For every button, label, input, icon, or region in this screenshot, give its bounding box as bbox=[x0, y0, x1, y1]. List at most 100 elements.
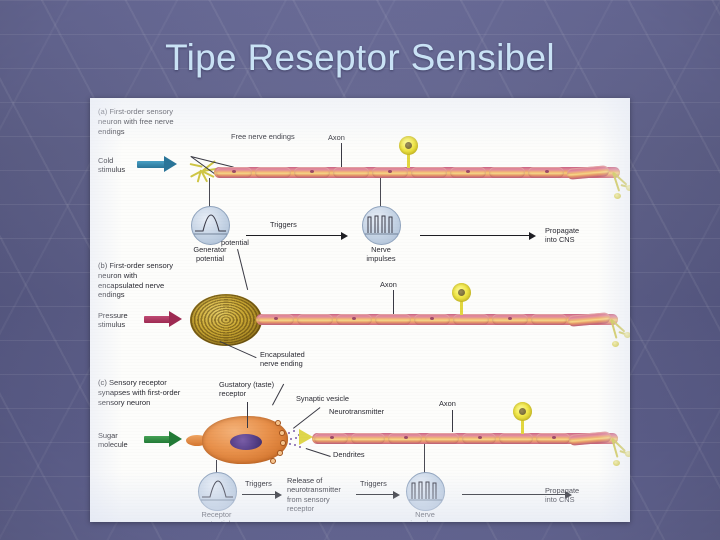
panel-c-triggers-label-2: Triggers bbox=[360, 479, 387, 488]
axon-terminal-bulb bbox=[612, 341, 619, 347]
panel-c-release-label: Release of neurotransmitter from sensory… bbox=[287, 476, 341, 514]
panel-b-axon-label: Axon bbox=[380, 280, 397, 289]
panel-a-propagate-label: Propagate into CNS bbox=[545, 226, 580, 245]
panel-c-propagate-label: Propagate into CNS bbox=[545, 486, 580, 505]
panel-c-caption: (c) Sensory receptor synapses with first… bbox=[98, 378, 181, 407]
myelin-segment bbox=[375, 314, 411, 325]
panel-a-triggers-label: Triggers bbox=[270, 220, 297, 229]
slide-title: Tipe Reseptor Sensibel bbox=[165, 37, 555, 78]
synaptic-vesicle bbox=[279, 430, 285, 436]
myelin-segment bbox=[453, 314, 489, 325]
schwann-nucleus bbox=[232, 170, 236, 173]
pressure-stimulus-arrow-head bbox=[169, 311, 182, 327]
schwann-nucleus bbox=[430, 317, 434, 320]
panel-b-axon-pointer bbox=[393, 290, 394, 314]
myelin-segment bbox=[411, 167, 447, 178]
schwann-nucleus bbox=[508, 317, 512, 320]
gustatory-receptor-microvilli bbox=[186, 435, 208, 446]
axon-terminal-bulb bbox=[624, 332, 630, 338]
synaptic-vesicle bbox=[277, 450, 283, 456]
panel-c-neurotransmitter-label: Neurotransmitter bbox=[329, 407, 385, 416]
panel-c-sugar-molecule-label: Sugar molecule bbox=[98, 431, 128, 450]
panel-c-triggers-arrow-2-head bbox=[393, 491, 400, 499]
panel-c-nerve-impulse-lead bbox=[424, 444, 425, 474]
nerve-impulses-waveform bbox=[365, 215, 398, 235]
cold-stimulus-arrow-shaft bbox=[137, 161, 165, 168]
myelin-segment bbox=[333, 167, 369, 178]
figure-content: (a) First-order sensory neuron with free… bbox=[90, 98, 630, 522]
dendrites-pointer bbox=[305, 448, 331, 457]
schwann-nucleus bbox=[388, 170, 392, 173]
axon-terminal-bulb bbox=[614, 193, 621, 199]
myelin-segment bbox=[351, 433, 385, 444]
synaptic-vesicle bbox=[270, 458, 276, 464]
myelin-segment bbox=[425, 433, 459, 444]
panel-a-cold-stimulus-label: Cold stimulus bbox=[98, 156, 126, 175]
neurotransmitter-pointer bbox=[293, 407, 321, 429]
panel-c-dendrites-label: Dendrites bbox=[333, 450, 365, 459]
panel-a-cell-nucleus bbox=[405, 142, 412, 149]
panel-b-pressure-stimulus-label: Pressure stimulus bbox=[98, 311, 128, 330]
panel-b-generator-potential-pointer bbox=[237, 249, 249, 290]
pressure-stimulus-arrow-shaft bbox=[144, 316, 170, 323]
panel-c-soma-stalk bbox=[521, 420, 524, 434]
panel-a-generator-potential-label: Generator potential bbox=[193, 245, 227, 264]
panel-a-triggers-arrow-head bbox=[341, 232, 348, 240]
cold-stimulus-arrow-head bbox=[164, 156, 177, 172]
panel-c-gustatory-label: Gustatory (taste) receptor bbox=[219, 380, 275, 399]
dendrite-terminal bbox=[299, 429, 313, 445]
sugar-stimulus-arrow-head bbox=[169, 431, 182, 447]
nerve-impulses-graph bbox=[362, 206, 401, 245]
panel-c-receptor-potential-label: Receptor potential bbox=[201, 510, 232, 522]
panel-a-caption: (a) First-order sensory neuron with free… bbox=[98, 107, 174, 136]
receptor-potential-lead bbox=[216, 460, 217, 474]
panel-a-propagate-arrow-shaft bbox=[420, 235, 530, 237]
schwann-nucleus bbox=[552, 436, 556, 439]
panel-a-triggers-arrow-shaft bbox=[246, 235, 342, 237]
figure-image: (a) First-order sensory neuron with free… bbox=[90, 98, 630, 522]
schwann-nucleus bbox=[478, 436, 482, 439]
myelin-segment bbox=[255, 167, 291, 178]
synaptic-vesicle bbox=[275, 420, 281, 426]
generator-potential-graph bbox=[191, 206, 230, 245]
receptor-potential-waveform bbox=[201, 480, 234, 501]
panel-c-triggers-arrow-1-shaft bbox=[242, 494, 276, 496]
generator-potential-lead bbox=[209, 178, 210, 208]
schwann-nucleus bbox=[404, 436, 408, 439]
panel-c-cell-nucleus bbox=[519, 408, 526, 415]
axon-terminal-bulb bbox=[613, 460, 620, 466]
panel-c-propagate-arrow-shaft bbox=[462, 494, 566, 496]
myelin-segment bbox=[489, 167, 525, 178]
panel-c-axon-label: Axon bbox=[439, 399, 456, 408]
panel-a-axon-label: Axon bbox=[328, 133, 345, 142]
schwann-nucleus bbox=[352, 317, 356, 320]
panel-b-generator-potential-label: potential bbox=[221, 238, 249, 247]
encapsulated-nerve-ending bbox=[190, 294, 262, 346]
schwann-nucleus bbox=[330, 436, 334, 439]
panel-b-caption: (b) First-order sensory neuron with enca… bbox=[98, 261, 174, 300]
panel-b-encapsulated-label: Encapsulated nerve ending bbox=[260, 350, 305, 369]
synaptic-vesicle bbox=[280, 440, 286, 446]
panel-c-nerve-impulses-label: Nerve impulses bbox=[410, 510, 439, 522]
receptor-potential-graph bbox=[198, 472, 237, 511]
gustatory-receptor-pointer bbox=[247, 402, 248, 428]
axon-terminal-bulb bbox=[626, 185, 630, 191]
panel-c-nerve-impulses-waveform bbox=[409, 481, 442, 501]
schwann-nucleus bbox=[466, 170, 470, 173]
myelin-segment bbox=[499, 433, 533, 444]
panel-b-cell-nucleus bbox=[458, 289, 465, 296]
panel-c-propagate-arrow-head bbox=[565, 491, 572, 499]
panel-c-triggers-arrow-2-shaft bbox=[356, 494, 394, 496]
panel-a-soma-stalk bbox=[407, 154, 410, 168]
myelin-segment bbox=[297, 314, 333, 325]
panel-c-axon-pointer bbox=[452, 410, 453, 432]
panel-a-nerve-impulses-label: Nerve impulses bbox=[366, 245, 396, 264]
axon-terminal-bulb bbox=[625, 451, 630, 457]
myelin-segment bbox=[531, 314, 567, 325]
panel-c-triggers-arrow-1-head bbox=[275, 491, 282, 499]
schwann-nucleus bbox=[545, 170, 549, 173]
schwann-nucleus bbox=[274, 317, 278, 320]
panel-c-nerve-impulses-graph bbox=[406, 472, 445, 511]
schwann-nucleus bbox=[310, 170, 314, 173]
